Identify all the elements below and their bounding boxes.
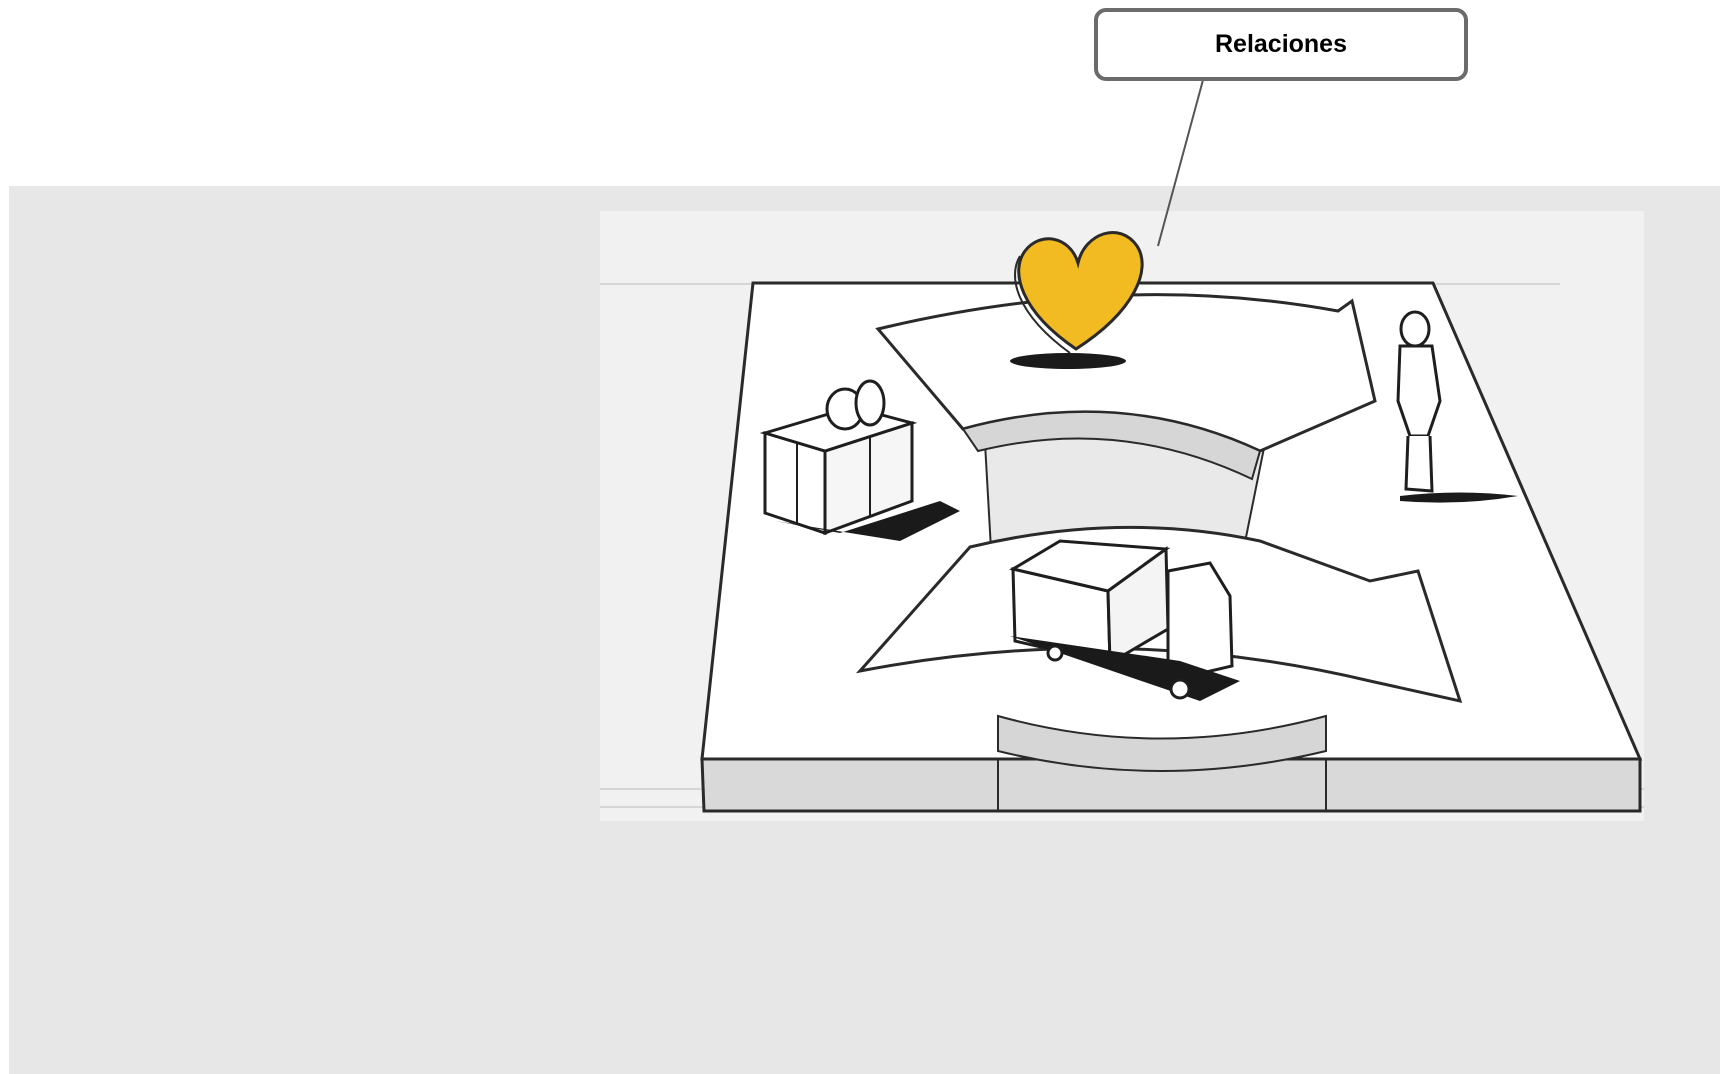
callout-label: Relaciones bbox=[1215, 30, 1347, 59]
relationships-callout: Relaciones bbox=[1094, 8, 1468, 81]
business-canvas-illustration bbox=[600, 211, 1644, 821]
